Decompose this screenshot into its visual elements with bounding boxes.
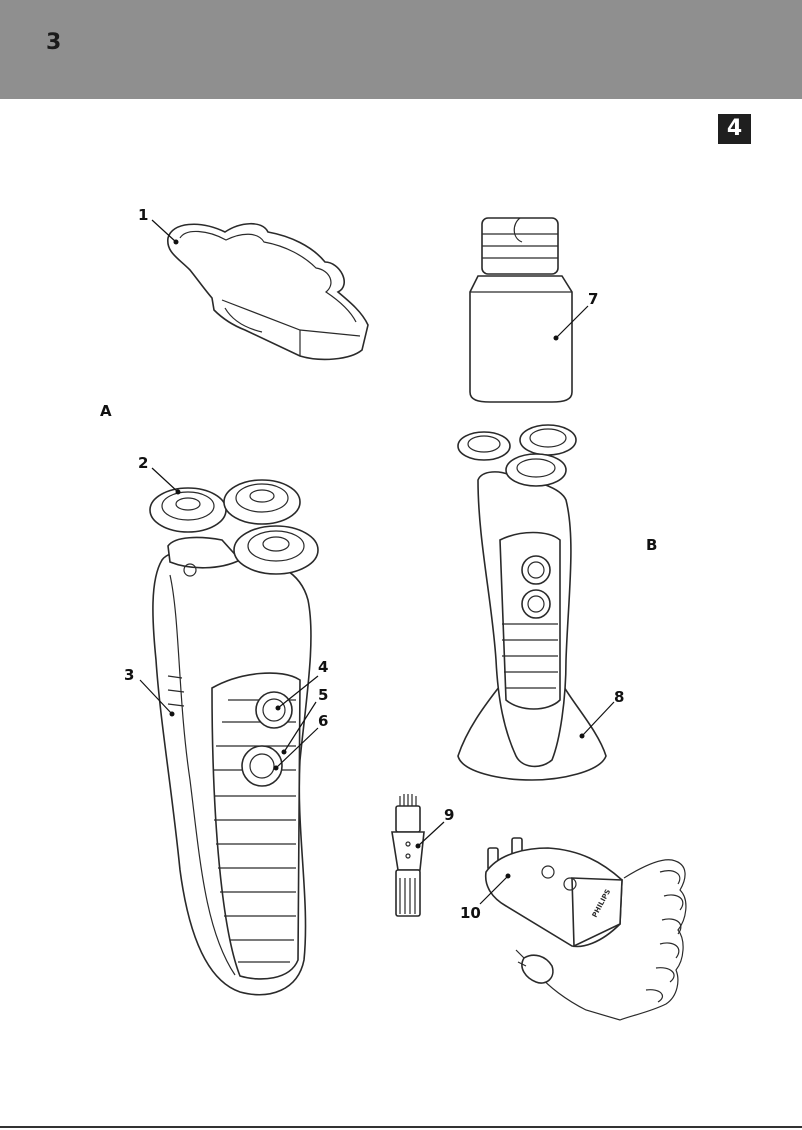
charge-indicator <box>241 745 283 787</box>
shaver-figure-b <box>457 424 607 781</box>
callout-1: 1 <box>138 206 148 224</box>
callout-5: 5 <box>318 686 328 704</box>
callout-6: 6 <box>318 712 328 730</box>
figure-label-b: B <box>646 536 657 554</box>
callout-10: 10 <box>460 904 481 922</box>
callout-8: 8 <box>614 688 624 706</box>
callout-7: 7 <box>588 290 598 308</box>
callout-9: 9 <box>444 806 454 824</box>
footer-rule <box>0 1126 802 1128</box>
callout-2: 2 <box>138 454 148 472</box>
figure-label-a: A <box>100 402 112 420</box>
power-adapter: PHILIPS <box>484 837 687 1021</box>
on-off-button <box>255 691 293 729</box>
storage-bottle <box>469 217 573 403</box>
shaver-figure-a <box>149 479 319 996</box>
cleaning-brush <box>391 794 425 917</box>
protection-cap <box>167 222 369 361</box>
callout-leaders <box>139 219 615 905</box>
callout-4: 4 <box>318 658 328 676</box>
page-header-bar: 3 <box>0 0 802 99</box>
callout-3: 3 <box>124 666 134 684</box>
shaving-heads <box>149 479 319 575</box>
language-badge: 4 <box>718 114 751 144</box>
page-number: 3 <box>46 30 62 55</box>
